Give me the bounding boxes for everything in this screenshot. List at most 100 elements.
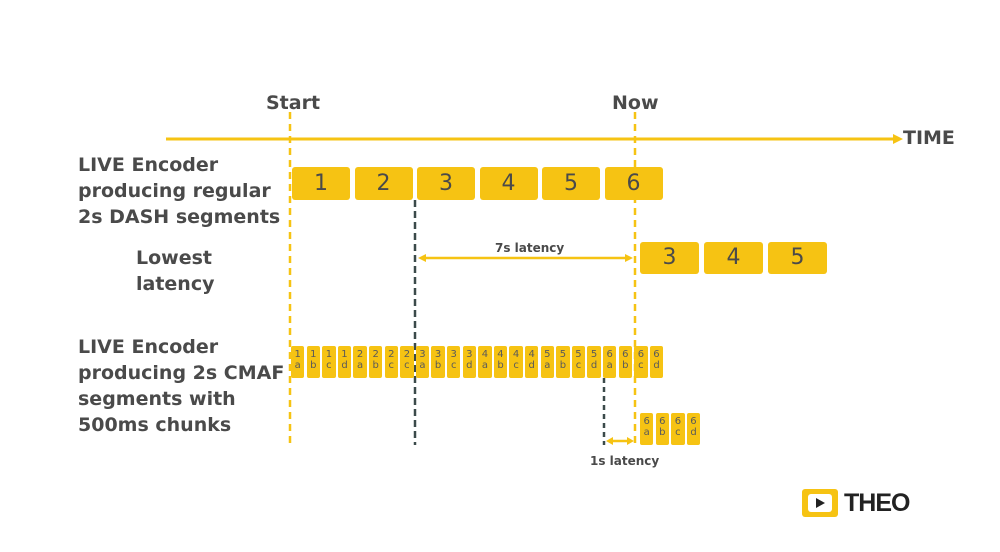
- chunk-letter: b: [372, 360, 379, 371]
- chunk-segment-number: 1: [294, 349, 301, 360]
- chunk-letter: a: [481, 360, 488, 371]
- chunk-segment-number: 2: [388, 349, 395, 360]
- chunk-segment-number: 3: [434, 349, 442, 360]
- dash-row-label-line: 2s DASH segments: [78, 206, 281, 228]
- chunk-letter: d: [341, 360, 348, 371]
- dash-latency-arrowhead-left: [418, 254, 426, 262]
- chunk-segment-number: 1: [325, 349, 333, 360]
- chunk-segment-number: 4: [528, 349, 535, 360]
- chunk-segment-number: 5: [544, 349, 551, 360]
- time-axis-arrowhead: [893, 134, 903, 144]
- dash-segment: 4: [479, 167, 538, 200]
- chunk-letter: b: [434, 360, 442, 371]
- cmaf-latency-arrowhead-right: [627, 437, 634, 445]
- chunk-letter: b: [310, 360, 317, 371]
- chunk-letter: a: [606, 360, 613, 371]
- chunk-segment-number: 6: [674, 416, 682, 427]
- dash-segment: 3: [417, 167, 475, 200]
- chunk-segment-number: 2: [356, 349, 364, 360]
- chunk-letter: b: [659, 427, 666, 438]
- cmaf-row-label-line: producing 2s CMAF: [78, 362, 285, 384]
- chunk-segment-number: 4: [481, 349, 489, 360]
- chunk-segment-number: 6: [643, 416, 650, 427]
- chunk-letter: a: [294, 360, 301, 371]
- cmaf-row-label-line: LIVE Encoder: [78, 336, 219, 358]
- logo-text: THEO: [844, 489, 910, 517]
- time-axis-label: TIME: [903, 127, 955, 149]
- start-marker-label: Start: [266, 92, 321, 114]
- cmaf-row-label-line: segments with: [78, 388, 236, 410]
- chunk-letter: a: [357, 360, 364, 371]
- chunk-segment-number: 1: [310, 349, 317, 360]
- dash-row-label-line: LIVE Encoder: [78, 154, 219, 176]
- chunk-segment-number: 2: [403, 349, 411, 360]
- dash-row-label-line: producing regular: [78, 180, 271, 202]
- chunk-segment-number: 6: [606, 349, 613, 360]
- lowest-row-label-line: Lowest: [136, 247, 212, 269]
- dash-segment: 5: [542, 167, 600, 200]
- chunk-letter: d: [590, 360, 598, 371]
- chunk-segment-number: 3: [419, 349, 426, 360]
- chunk-segment-number: 1: [341, 349, 348, 360]
- theo-logo: THEO: [802, 489, 912, 517]
- chunk-letter: c: [575, 360, 582, 371]
- chunk-letter: b: [497, 360, 504, 371]
- chunk-segment-number: 4: [512, 349, 520, 360]
- chunk-letter: a: [643, 427, 650, 438]
- chunk-letter: b: [559, 360, 567, 371]
- dash-latency-arrowhead-right: [625, 254, 633, 262]
- cmaf-row-label-line: 500ms chunks: [78, 414, 232, 436]
- chunk-segment-number: 2: [372, 349, 379, 360]
- chunk-letter: c: [675, 427, 681, 438]
- play-logo-icon: [802, 489, 838, 517]
- chunk-segment-number: 6: [622, 349, 629, 360]
- chunk-segment-number: 5: [559, 349, 567, 360]
- chunk-segment-number: 4: [497, 349, 504, 360]
- chunk-letter: d: [690, 427, 697, 438]
- dash-segment: 6: [604, 167, 663, 200]
- chunk-letter: c: [450, 360, 457, 371]
- chunk-segment-number: 6: [653, 349, 660, 360]
- lowest-latency-segment: 3: [640, 242, 699, 274]
- chunk-segment-number: 3: [466, 349, 473, 360]
- chunk-segment-number: 6: [659, 416, 666, 427]
- dash-row-label: LIVE Encoder producing regular 2s DASH s…: [78, 152, 280, 230]
- chunk-letter: c: [638, 360, 644, 371]
- chunk-letter: c: [326, 360, 332, 371]
- dash-segment: 2: [354, 167, 413, 200]
- dash-segment: 1: [292, 167, 350, 200]
- chunk-segment-number: 5: [590, 349, 598, 360]
- chunk-segment-number: 5: [575, 349, 582, 360]
- chunk-letter: a: [544, 360, 551, 371]
- chunk-letter: c: [513, 360, 519, 371]
- now-marker-label: Now: [612, 92, 659, 114]
- lowest-row-label-line: latency: [136, 273, 215, 295]
- chunk-segment-number: 3: [450, 349, 457, 360]
- lowest-latency-segment: 4: [704, 242, 763, 274]
- chunk-letter: d: [653, 360, 660, 371]
